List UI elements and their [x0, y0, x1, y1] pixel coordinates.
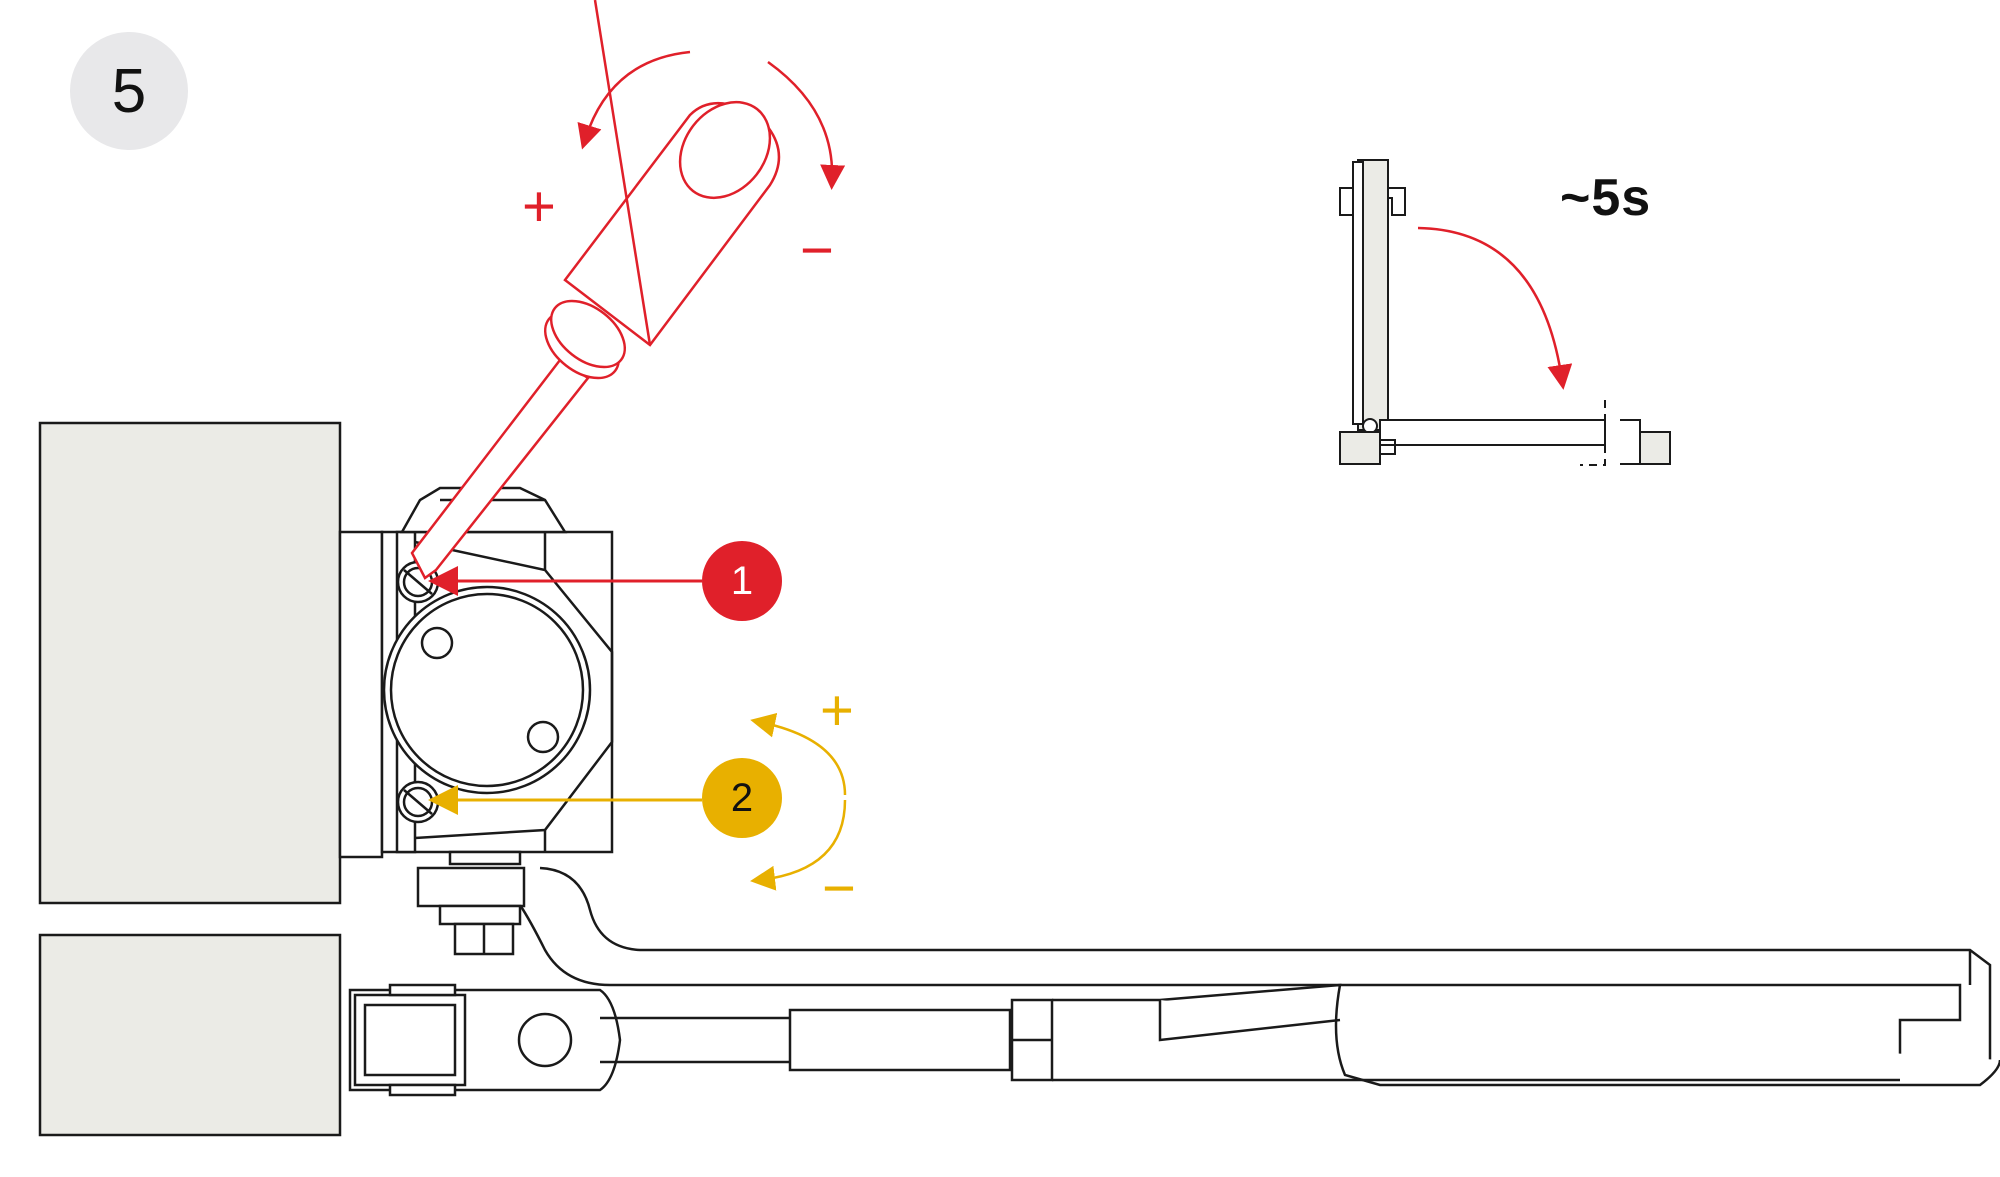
- upper-frame-block: [38, 421, 342, 905]
- step-number-badge: 5: [70, 32, 188, 150]
- closer-arm: [348, 866, 2000, 1097]
- yellow-rotation-arrow-minus: [750, 799, 847, 891]
- door-closing-arrow: [1417, 226, 1573, 390]
- closing-time-label: ~5s: [1560, 169, 1652, 227]
- marker-number-1: 1: [730, 558, 754, 603]
- yellow-rotation-arrow-plus: [750, 712, 847, 796]
- red-minus-sign: −: [800, 218, 834, 283]
- step-number: 5: [111, 56, 147, 126]
- marker-number-2: 2: [730, 775, 754, 820]
- marker-badge-1: 1: [702, 541, 782, 621]
- lower-frame-block: [38, 933, 342, 1137]
- red-rotation-arrow-minus: [767, 60, 846, 190]
- screwdriver: [410, 0, 781, 580]
- door-closing-illustration: [1339, 159, 1671, 466]
- marker-badge-2: 2: [702, 758, 782, 838]
- red-plus-sign: +: [522, 174, 556, 239]
- yellow-minus-sign: −: [822, 856, 856, 921]
- yellow-plus-sign: +: [820, 678, 854, 743]
- red-rotation-arrow-plus: [577, 50, 691, 150]
- closer-main-disc: [382, 585, 592, 795]
- adjustment-screw-2: [396, 780, 440, 824]
